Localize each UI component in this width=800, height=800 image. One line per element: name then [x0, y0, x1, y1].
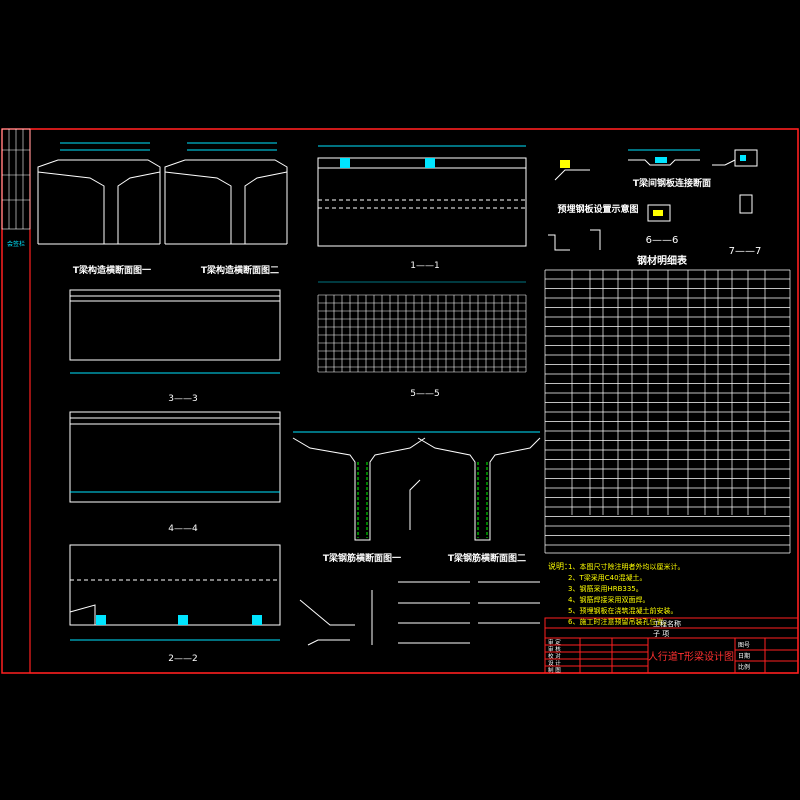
note-item: 5、预埋钢板在浇筑混凝土前安装。 — [568, 606, 677, 615]
title-block-subitem-label: 子 项 — [653, 630, 669, 638]
t-beam-section-1 — [37, 142, 161, 245]
title-block-project-label: 工程名称 — [653, 619, 681, 628]
rebar-bending-shapes — [299, 581, 540, 646]
steel-plate-detail — [628, 149, 758, 167]
title-section-4: 4——4 — [168, 524, 198, 534]
title-section-1: 1——1 — [410, 261, 439, 271]
note-item: 3、钢筋采用HRB335。 — [568, 584, 643, 593]
title-block-row: 校 对 — [548, 652, 561, 660]
notes-heading: 说明： — [548, 561, 572, 571]
title-steel-plate-detail: T梁间钢板连接断面 — [633, 177, 711, 189]
left-strip — [1, 128, 31, 230]
title-embedded-plate: 预埋钢板设置示意图 — [557, 203, 638, 215]
embedded-plate-drawing — [548, 160, 753, 251]
title-section-7: 7——7 — [729, 246, 762, 257]
title-section-6: 6——6 — [646, 235, 679, 246]
left-strip-label: 会签栏 — [7, 240, 25, 248]
title-material-table: 钢材明细表 — [637, 254, 688, 267]
title-block-cell: 比例 — [738, 663, 750, 671]
note-item: 1、本图尺寸除注明者外均以厘米计。 — [568, 562, 684, 571]
title-t-section-1: T梁构造横断面图一 — [73, 264, 151, 276]
title-section-2: 2——2 — [168, 654, 197, 664]
note-item: 6、施工时注意预留吊装孔位置。 — [568, 617, 670, 626]
title-rebar-section-2: T梁钢筋横断面图二 — [448, 552, 526, 564]
notes-list: 1、本图尺寸除注明者外均以厘米计。 2、T梁采用C40混凝土。 3、钢筋采用HR… — [568, 562, 684, 626]
title-section-5: 5——5 — [410, 389, 439, 399]
title-section-3: 3——3 — [168, 394, 197, 404]
title-block-row: 制 图 — [548, 666, 561, 674]
note-item: 4、钢筋焊接采用双面焊。 — [568, 595, 649, 604]
title-block-drawing-title: 人行道T形梁设计图 — [648, 650, 734, 663]
title-block-row: 审 定 — [548, 638, 561, 646]
inner-frame — [29, 128, 799, 674]
title-block-cell: 日期 — [738, 652, 750, 660]
rebar-section-1 — [292, 431, 426, 541]
title-block — [544, 617, 799, 674]
t-beam-section-2 — [164, 142, 288, 245]
title-block-rows: 审 定 审 核 校 对 设 计 制 图 图号 日期 比例 — [548, 638, 750, 674]
note-item: 2、T梁采用C40混凝土。 — [568, 573, 647, 582]
outer-frame — [1, 128, 799, 674]
section-2-2-drawing — [69, 544, 281, 641]
title-block-row: 审 核 — [548, 645, 561, 653]
title-block-row: 设 计 — [548, 659, 561, 667]
section-1-1-drawing — [317, 145, 527, 247]
title-block-cell: 图号 — [738, 642, 750, 649]
section-4-4-drawing — [69, 411, 281, 503]
section-5-5-drawing — [317, 281, 527, 373]
title-rebar-section-1: T梁钢筋横断面图一 — [323, 552, 401, 564]
title-t-section-2: T梁构造横断面图二 — [201, 264, 279, 276]
section-3-3-drawing — [69, 289, 281, 374]
material-table — [544, 269, 791, 554]
rebar-hook-detail — [409, 479, 421, 530]
rebar-section-2 — [417, 431, 541, 541]
